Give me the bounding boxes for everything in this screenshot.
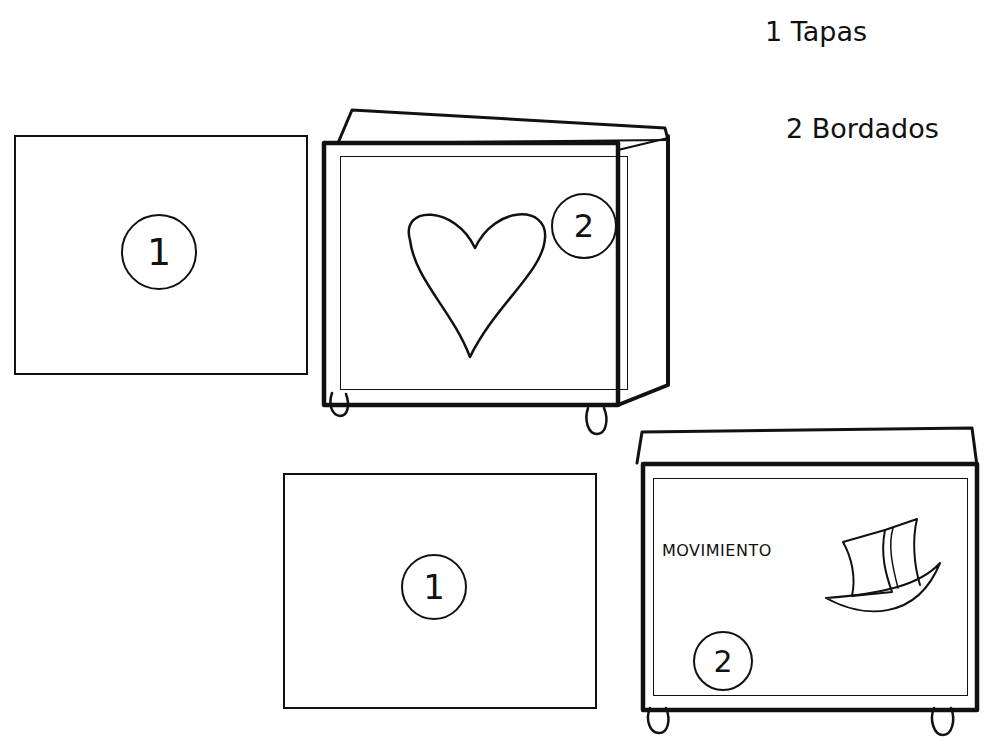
lid-panel: 1 — [14, 135, 308, 375]
wheel — [648, 708, 668, 733]
wheel — [586, 408, 606, 434]
wheel — [330, 393, 348, 416]
legend-note: 1 Tapas — [765, 16, 867, 47]
ship-hull — [826, 563, 940, 611]
cabinet-front: MOVIMIENTO 2 — [653, 478, 968, 696]
cabinet-front: 2 — [340, 156, 628, 390]
wheel — [932, 708, 953, 735]
lower-cabinet — [637, 428, 977, 735]
callout-number: 2 — [713, 644, 732, 679]
callout-number: 1 — [423, 567, 445, 607]
lid-panel: 1 — [283, 473, 597, 709]
upper-cabinet — [324, 110, 668, 434]
callout-number: 1 — [121, 214, 197, 290]
embroidery-word: MOVIMIENTO — [662, 541, 772, 560]
ship-sail — [885, 519, 920, 585]
callout-number: 1 — [147, 230, 171, 274]
callout-number: 1 — [401, 554, 467, 620]
legend-note: 2 Bordados — [786, 113, 939, 144]
heart-embroidery — [409, 214, 545, 357]
ship-sail — [843, 530, 892, 596]
callout-number: 2 — [693, 631, 753, 691]
callout-number: 2 — [574, 207, 594, 245]
callout-number: 2 — [551, 193, 617, 259]
